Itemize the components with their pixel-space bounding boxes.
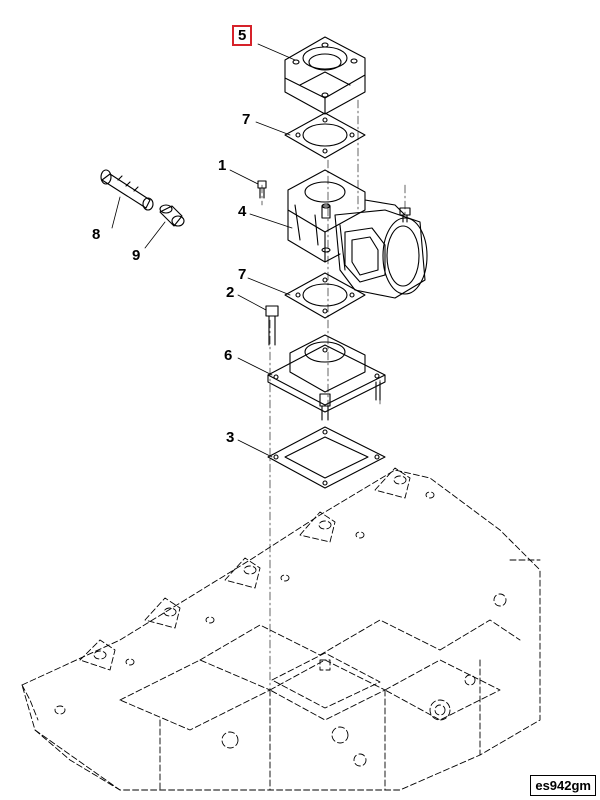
part-8-pipe-connector bbox=[100, 169, 154, 211]
callout-3: 3 bbox=[226, 429, 235, 446]
part-3-gasket bbox=[267, 426, 386, 489]
part-2-long-bolt bbox=[265, 305, 279, 346]
callout-5: 5 bbox=[232, 25, 253, 46]
callout-9: 9 bbox=[132, 247, 141, 264]
part-7-gasket-lower bbox=[284, 272, 366, 319]
callout-7-upper: 7 bbox=[242, 111, 251, 128]
part-6-adapter bbox=[267, 334, 386, 421]
leader-lines bbox=[111, 43, 296, 458]
callout-8: 8 bbox=[92, 226, 101, 243]
assembly-centerlines bbox=[261, 99, 406, 691]
callout-6: 6 bbox=[224, 347, 233, 364]
part-7-gasket-upper bbox=[284, 112, 366, 159]
callout-7-lower: 7 bbox=[238, 266, 247, 283]
callout-2: 2 bbox=[226, 284, 235, 301]
callout-1: 1 bbox=[218, 157, 227, 174]
image-code-label: es942gm bbox=[530, 775, 596, 796]
intake-manifold-phantom bbox=[21, 467, 541, 791]
part-4-throttle-body bbox=[287, 169, 428, 299]
part-9-fitting bbox=[159, 204, 185, 227]
part-1-bolt bbox=[257, 180, 267, 199]
callout-4: 4 bbox=[238, 203, 247, 220]
part-5-flange bbox=[284, 36, 366, 115]
